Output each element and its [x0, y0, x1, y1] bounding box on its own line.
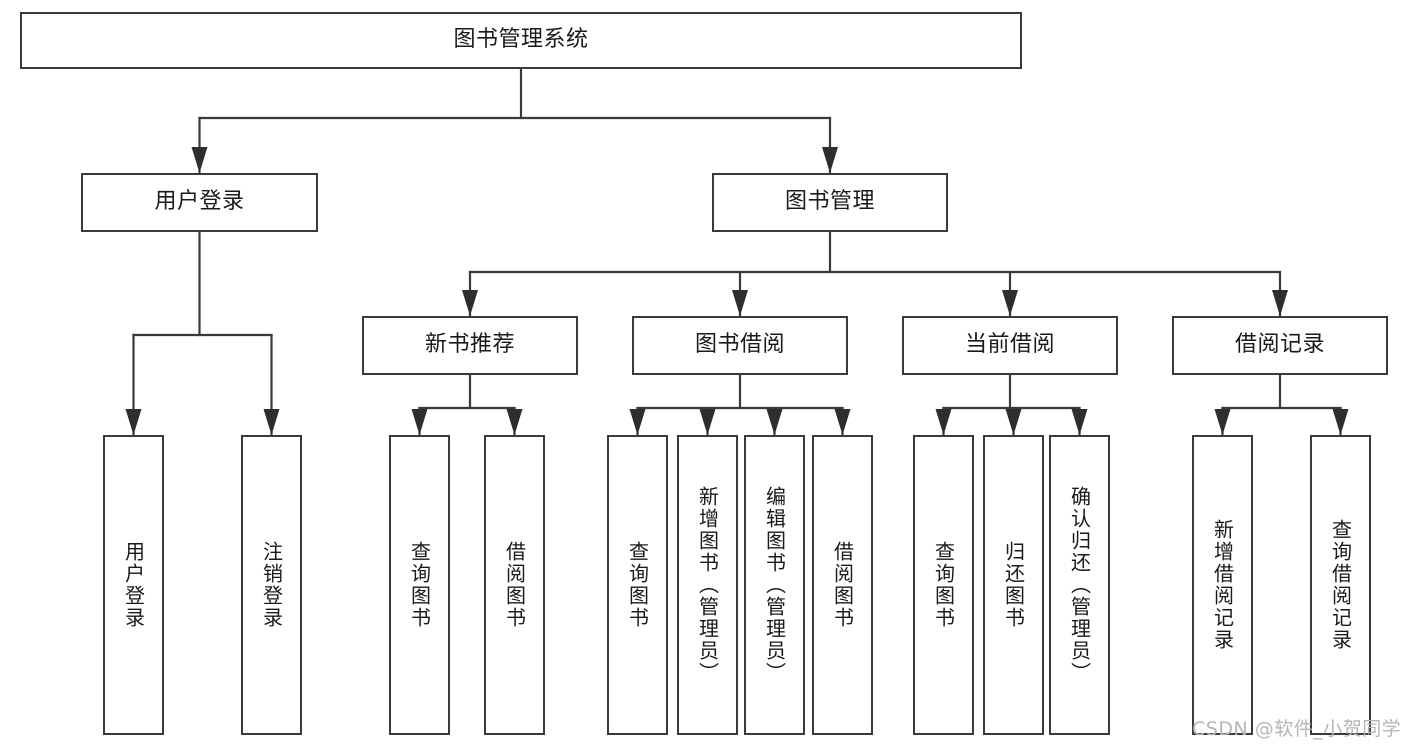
node-label: 图书管理 [784, 189, 875, 215]
node-label: 查询图书 [931, 541, 956, 629]
node-label: 新增图书（管理员） [695, 486, 720, 684]
arrow-head-icon [629, 409, 646, 435]
node-l-user-login[interactable]: 用户登录 [103, 435, 164, 735]
node-label: 查询借阅记录 [1328, 519, 1353, 651]
node-n-new-book-rec[interactable]: 新书推荐 [362, 316, 578, 375]
node-label: 当前借阅 [964, 332, 1055, 358]
node-n-book-mgmt[interactable]: 图书管理 [712, 173, 948, 232]
node-l-return-book[interactable]: 归还图书 [983, 435, 1044, 735]
arrow-head-icon [834, 409, 851, 435]
arrow-head-icon [1332, 409, 1349, 435]
arrow-head-icon [462, 290, 478, 316]
node-label: 归还图书 [1001, 541, 1026, 629]
node-label: 新增借阅记录 [1210, 519, 1235, 651]
arrow-head-icon [699, 409, 716, 435]
node-label: 图书管理系统 [453, 27, 589, 53]
arrow-head-icon [411, 409, 428, 435]
arrow-head-icon [766, 409, 783, 435]
node-l-borrow-book-1[interactable]: 借阅图书 [484, 435, 545, 735]
arrow-head-icon [263, 409, 280, 435]
arrow-head-icon [125, 409, 142, 435]
arrow-head-icon [506, 409, 523, 435]
node-label: 图书借阅 [694, 332, 785, 358]
node-l-query-book-2[interactable]: 查询图书 [607, 435, 668, 735]
node-l-query-book-3[interactable]: 查询图书 [913, 435, 974, 735]
node-l-query-record[interactable]: 查询借阅记录 [1310, 435, 1371, 735]
node-n-book-borrow[interactable]: 图书借阅 [632, 316, 848, 375]
node-l-add-record[interactable]: 新增借阅记录 [1192, 435, 1253, 735]
node-label: 借阅图书 [830, 541, 855, 629]
arrow-head-icon [1005, 409, 1022, 435]
arrow-head-icon [1002, 290, 1018, 316]
node-label: 借阅图书 [502, 541, 527, 629]
node-l-add-book[interactable]: 新增图书（管理员） [677, 435, 738, 735]
node-l-borrow-book-2[interactable]: 借阅图书 [812, 435, 873, 735]
node-n-user-login[interactable]: 用户登录 [81, 173, 318, 232]
node-label: 确认归还（管理员） [1067, 486, 1092, 684]
node-l-query-book-1[interactable]: 查询图书 [389, 435, 450, 735]
arrow-head-icon [1272, 290, 1288, 316]
node-root[interactable]: 图书管理系统 [20, 12, 1022, 69]
arrow-head-icon [1071, 409, 1088, 435]
node-n-current-borrow[interactable]: 当前借阅 [902, 316, 1118, 375]
node-label: 借阅记录 [1234, 332, 1325, 358]
node-l-confirm-return[interactable]: 确认归还（管理员） [1049, 435, 1110, 735]
watermark-label: CSDN @软件_小贺同学 [1192, 718, 1402, 740]
node-n-borrow-record[interactable]: 借阅记录 [1172, 316, 1388, 375]
node-label: 注销登录 [259, 541, 284, 629]
arrow-head-icon [732, 290, 748, 316]
arrow-head-icon [935, 409, 952, 435]
arrow-head-icon [191, 147, 208, 173]
arrow-head-icon [1214, 409, 1231, 435]
node-label: 用户登录 [121, 541, 146, 629]
node-l-edit-book[interactable]: 编辑图书（管理员） [744, 435, 805, 735]
node-label: 查询图书 [407, 541, 432, 629]
node-label: 编辑图书（管理员） [762, 486, 787, 684]
node-l-logout[interactable]: 注销登录 [241, 435, 302, 735]
node-label: 新书推荐 [424, 332, 515, 358]
arrow-head-icon [822, 147, 838, 173]
node-label: 查询图书 [625, 541, 650, 629]
node-label: 用户登录 [154, 189, 245, 215]
